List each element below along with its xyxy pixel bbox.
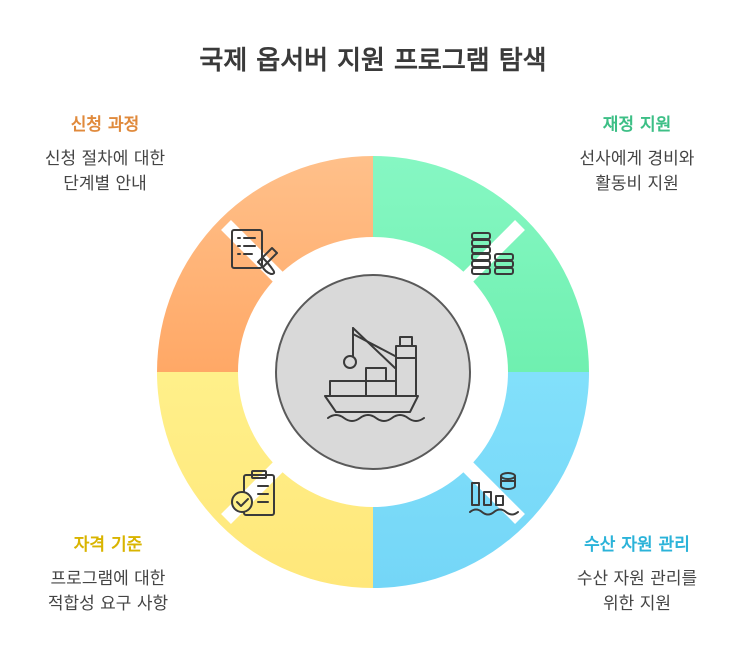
- section-eligibility-text: 자격 기준 프로그램에 대한 적합성 요구 사항: [0, 530, 238, 617]
- center-hub: [275, 274, 471, 470]
- description-line: 신청 절차에 대한: [44, 149, 166, 169]
- section-financial-text: 재정 지원 선사에게 경비와 활동비 지원: [507, 110, 746, 197]
- description-line: 선사에게 경비와: [579, 149, 695, 169]
- section-heading: 재정 지원: [602, 115, 672, 135]
- description-line: 프로그램에 대한: [50, 569, 166, 589]
- section-description: 프로그램에 대한 적합성 요구 사항: [0, 567, 238, 617]
- section-heading: 신청 과정: [70, 115, 140, 135]
- section-description: 신청 절차에 대한 단계별 안내: [0, 147, 235, 197]
- coin-stacks-icon: [471, 232, 514, 275]
- section-description: 선사에게 경비와 활동비 지원: [507, 147, 746, 197]
- clipboard-check-icon: [231, 470, 275, 516]
- description-line: 적합성 요구 사항: [47, 594, 169, 614]
- description-line: 위한 지원: [603, 594, 671, 614]
- page-title: 국제 옵서버 지원 프로그램 탐색: [199, 46, 547, 76]
- description-line: 수산 자원 관리를: [576, 569, 698, 589]
- description-line: 활동비 지원: [595, 174, 679, 194]
- section-heading: 자격 기준: [73, 535, 143, 555]
- section-application-text: 신청 과정 신청 절차에 대한 단계별 안내: [0, 110, 235, 197]
- section-description: 수산 자원 관리를 위한 지원: [507, 567, 746, 617]
- section-heading: 수산 자원 관리: [584, 535, 690, 555]
- section-fishery-text: 수산 자원 관리 수산 자원 관리를 위한 지원: [507, 530, 746, 617]
- fishery-chart-icon: [469, 472, 519, 516]
- fishing-vessel-icon: [324, 327, 425, 422]
- description-line: 단계별 안내: [63, 174, 147, 194]
- checklist-pen-icon: [231, 229, 278, 275]
